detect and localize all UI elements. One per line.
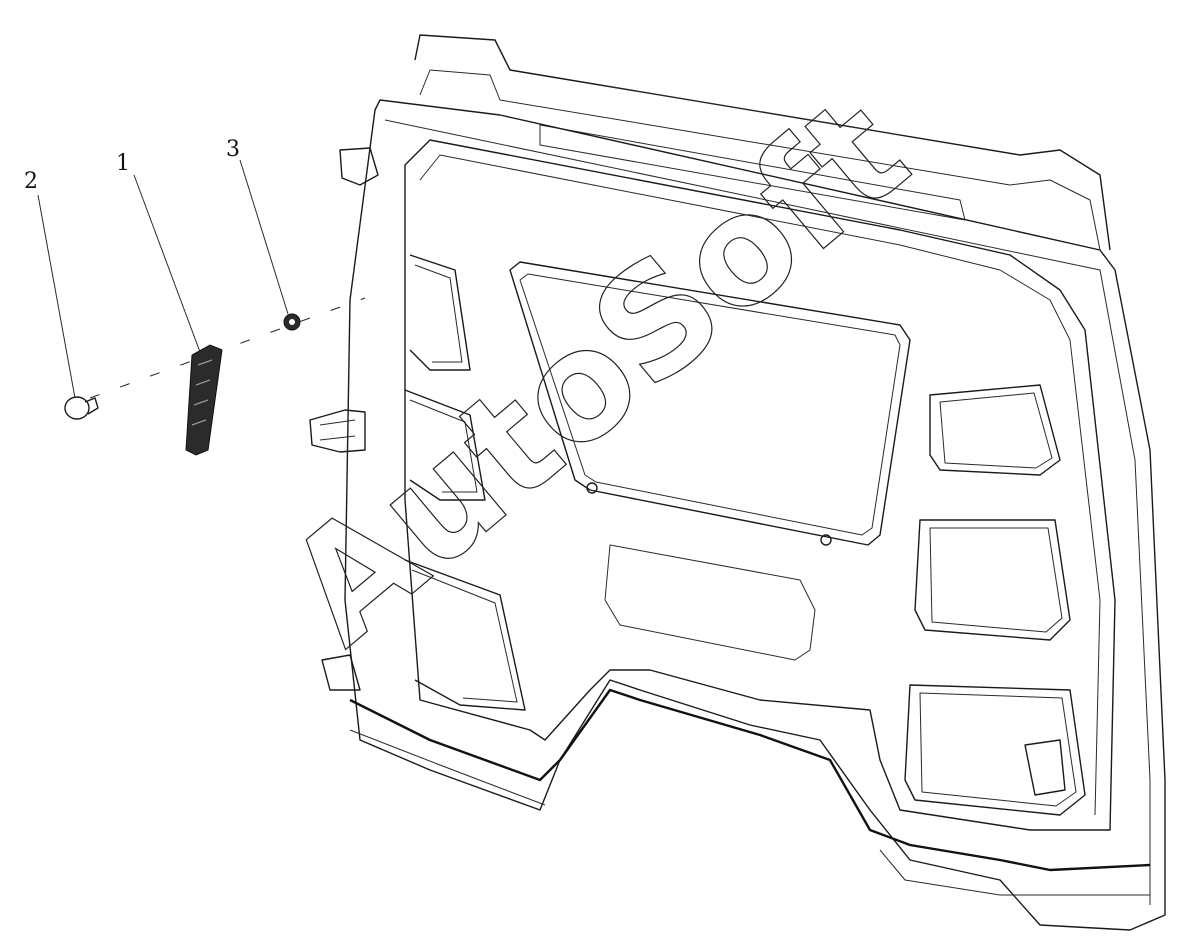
cab-rear-wall [309,34,1166,931]
callout-2: 2 [24,169,38,194]
leader-line-3 [239,159,289,315]
leader-line-1 [133,174,201,353]
part-3-nut [283,313,301,331]
part-1-grip-handle [185,344,223,456]
part-2-plug-cap [64,396,99,420]
watermark: AutoSoft [256,65,939,678]
assembly-axis [89,297,366,399]
callout-3: 3 [226,137,240,162]
leader-line-2 [37,194,76,399]
callout-1: 1 [116,151,130,176]
